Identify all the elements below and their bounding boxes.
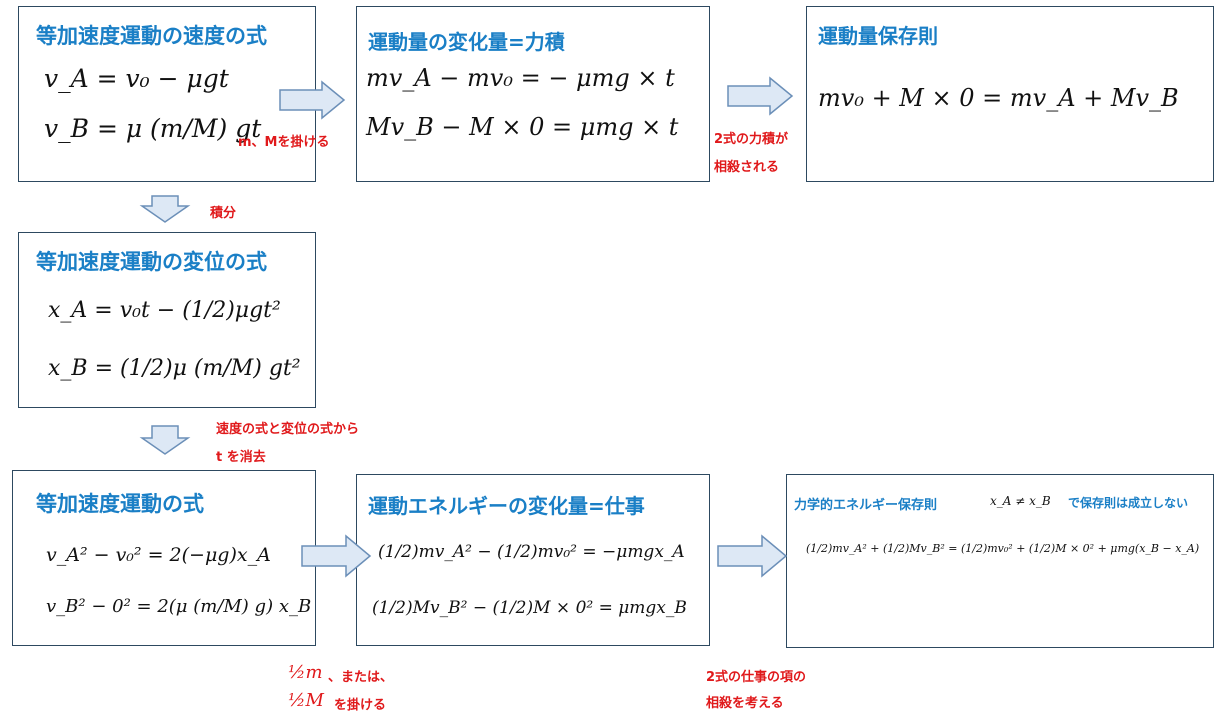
- motion-eq-title: 等加速度運動の式: [36, 492, 204, 516]
- motion-eq-box: [12, 470, 316, 646]
- momentum-conservation-box: [806, 6, 1214, 182]
- momentum-change-box: [356, 6, 710, 182]
- kinetic-change-box: [356, 474, 710, 646]
- momentum-change-eq-2: Mv_B − M × 0 = μmg × t: [366, 113, 679, 141]
- note-integrate: 積分: [210, 206, 237, 221]
- kinetic-change-eq-1: (1/2)mv_A² − (1/2)mv₀² = −μmgx_A: [378, 542, 685, 562]
- velocity-eq-b: v_B = μ (m/M) gt: [44, 114, 262, 143]
- mech-energy-title: 力学的エネルギー保存則: [794, 498, 938, 513]
- note-impulse-cancel-1: 2式の力積が: [714, 132, 789, 147]
- note-half-M: ½M: [288, 690, 324, 711]
- note-or: 、または、: [328, 670, 394, 685]
- right-arrow-4: [717, 534, 788, 578]
- kinetic-change-eq-2: (1/2)Mv_B² − (1/2)M × 0² = μmgx_B: [372, 598, 687, 618]
- displacement-eq-a: x_A = v₀t − (1/2)μgt²: [48, 298, 281, 323]
- note-multiply: を掛ける: [334, 698, 387, 713]
- note-impulse-cancel-2: 相殺される: [714, 160, 780, 175]
- note-work-cancel-1: 2式の仕事の項の: [706, 670, 807, 685]
- note-half-m: ½m: [288, 662, 323, 683]
- mech-energy-condition: x_A ≠ x_B: [990, 494, 1051, 508]
- displacement-title: 等加速度運動の変位の式: [36, 250, 267, 274]
- velocity-title: 等加速度運動の速度の式: [36, 24, 267, 48]
- velocity-eq-a: v_A = v₀ − μgt: [44, 64, 229, 93]
- note-eliminate-t-2: t を消去: [216, 450, 266, 465]
- displacement-box: [18, 232, 316, 408]
- mech-energy-box: [786, 474, 1214, 648]
- down-arrow-2: [139, 425, 191, 455]
- motion-eq-a: v_A² − v₀² = 2(−μg)x_A: [46, 544, 271, 566]
- right-arrow-2: [727, 76, 794, 116]
- momentum-conservation-eq: mv₀ + M × 0 = mv_A + Mv_B: [818, 84, 1179, 112]
- note-eliminate-t-1: 速度の式と変位の式から: [216, 422, 360, 437]
- displacement-eq-b: x_B = (1/2)μ (m/M) gt²: [48, 356, 301, 381]
- right-arrow-3: [301, 534, 372, 578]
- kinetic-change-title: 運動エネルギーの変化量=仕事: [368, 494, 645, 518]
- momentum-conservation-title: 運動量保存則: [818, 24, 938, 48]
- note-work-cancel-2: 相殺を考える: [706, 696, 784, 711]
- note-multiply-mM: m、Mを掛ける: [238, 135, 330, 150]
- mech-energy-eq: (1/2)mv_A² + (1/2)Mv_B² = (1/2)mv₀² + (1…: [806, 542, 1200, 555]
- momentum-change-eq-1: mv_A − mv₀ = − μmg × t: [366, 64, 675, 92]
- down-arrow-1: [139, 195, 191, 223]
- motion-eq-b: v_B² − 0² = 2(μ (m/M) g) x_B: [46, 596, 312, 617]
- velocity-box: [18, 6, 316, 182]
- mech-energy-title-suffix: で保存則は成立しない: [1068, 496, 1189, 510]
- right-arrow-1: [279, 80, 346, 120]
- momentum-change-title: 運動量の変化量=力積: [368, 30, 565, 54]
